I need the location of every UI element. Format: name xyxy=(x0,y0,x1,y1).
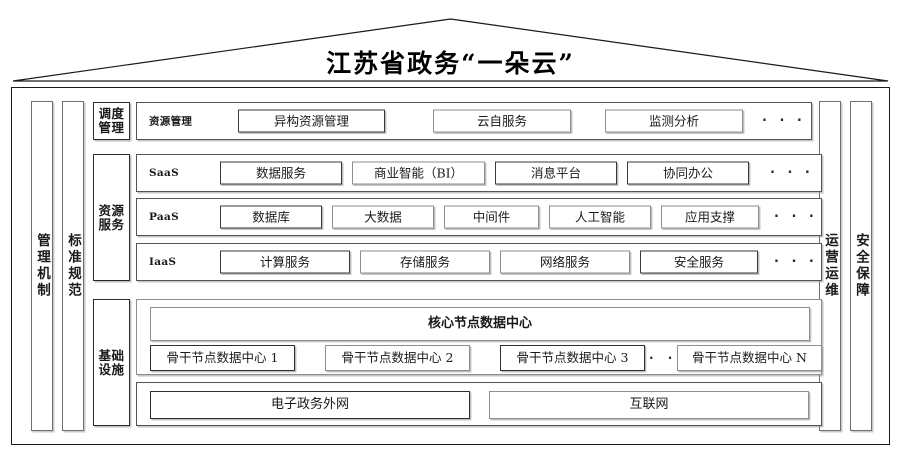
paas-item-1[interactable]: 数据库 xyxy=(220,205,322,229)
category-label-scheduling: 调度管理 xyxy=(93,102,130,140)
paas-item-5[interactable]: 应用支撑 xyxy=(661,205,759,229)
page-title: 江苏省政务“一朵云” xyxy=(326,49,575,78)
paas-ellipsis: · · · xyxy=(774,209,818,225)
pillar-management-mechanism: 管理机制 xyxy=(31,101,53,431)
backbone-datacenter-3[interactable]: 骨干节点数据中心 3 xyxy=(500,345,645,371)
iaas-item-4[interactable]: 安全服务 xyxy=(640,250,758,274)
paas-item-4[interactable]: 人工智能 xyxy=(549,205,651,229)
scheduling-sublabel: 资源管理 xyxy=(149,115,193,128)
saas-item-2[interactable]: 商业智能（BI） xyxy=(352,161,485,185)
pillar-standard-specification: 标准规范 xyxy=(62,101,84,431)
paas-item-2[interactable]: 大数据 xyxy=(332,205,434,229)
scheduling-item-1[interactable]: 异构资源管理 xyxy=(238,109,385,133)
scheduling-item-3[interactable]: 监测分析 xyxy=(605,109,743,133)
pillar-label: 标准规范 xyxy=(65,233,81,299)
paas-item-3[interactable]: 中间件 xyxy=(444,205,539,229)
saas-item-3[interactable]: 消息平台 xyxy=(495,161,617,185)
saas-item-1[interactable]: 数据服务 xyxy=(220,161,342,185)
pillar-label: 安全保障 xyxy=(853,233,869,299)
category-label-infrastructure: 基础设施 xyxy=(93,299,130,426)
network-block: 电子政务外网 互联网 xyxy=(136,382,822,426)
tier-label-paas: PaaS xyxy=(149,211,180,223)
pillar-label: 运营运维 xyxy=(822,233,838,299)
roof-shape xyxy=(0,8,901,88)
internet[interactable]: 互联网 xyxy=(489,391,809,419)
government-extranet[interactable]: 电子政务外网 xyxy=(150,391,470,419)
service-row-paas: PaaS 数据库 大数据 中间件 人工智能 应用支撑 · · · xyxy=(136,198,822,236)
pillar-label: 管理机制 xyxy=(34,233,50,299)
saas-item-4[interactable]: 协同办公 xyxy=(627,161,749,185)
scheduling-item-2[interactable]: 云自服务 xyxy=(433,109,571,133)
backbone-ellipsis: · · xyxy=(649,351,678,365)
diagram-frame: 管理机制 标准规范 运营运维 安全保障 调度管理 资源管理 异构资源管理 云自服… xyxy=(11,87,890,445)
category-label-resource-service: 资源服务 xyxy=(93,154,130,281)
tier-label-iaas: IaaS xyxy=(149,256,177,268)
pillar-operation-maintenance: 运营运维 xyxy=(819,101,841,431)
scheduling-ellipsis: · · · xyxy=(762,113,806,129)
service-row-iaas: IaaS 计算服务 存储服务 网络服务 安全服务 · · · xyxy=(136,243,822,281)
service-row-saas: SaaS 数据服务 商业智能（BI） 消息平台 协同办公 · · · xyxy=(136,154,822,192)
iaas-item-3[interactable]: 网络服务 xyxy=(500,250,630,274)
iaas-item-2[interactable]: 存储服务 xyxy=(360,250,490,274)
pillar-security-assurance: 安全保障 xyxy=(850,101,872,431)
tier-label-saas: SaaS xyxy=(149,167,179,179)
backbone-datacenter-1[interactable]: 骨干节点数据中心 1 xyxy=(150,345,295,371)
iaas-ellipsis: · · · xyxy=(774,254,818,270)
backbone-datacenter-n[interactable]: 骨干节点数据中心 N xyxy=(677,345,822,371)
datacenter-block: 核心节点数据中心 骨干节点数据中心 1 骨干节点数据中心 2 骨干节点数据中心 … xyxy=(136,299,822,375)
iaas-item-1[interactable]: 计算服务 xyxy=(220,250,350,274)
backbone-datacenter-2[interactable]: 骨干节点数据中心 2 xyxy=(325,345,470,371)
saas-ellipsis: · · · xyxy=(770,165,814,181)
core-datacenter[interactable]: 核心节点数据中心 xyxy=(150,307,810,341)
scheduling-row: 资源管理 异构资源管理 云自服务 监测分析 · · · xyxy=(136,102,812,140)
